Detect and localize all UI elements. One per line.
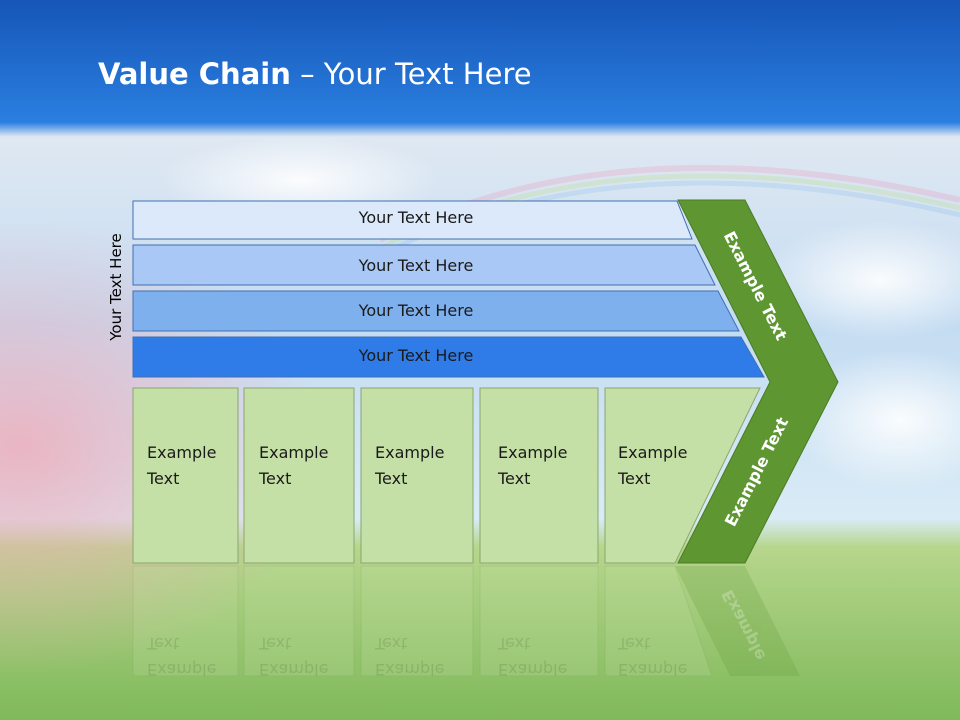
box-1-refl-line2: Text <box>147 634 180 653</box>
bar-2-label: Your Text Here <box>358 256 474 275</box>
box-5-refl-line1: Example <box>618 660 688 679</box>
bar-2 <box>132 244 716 286</box>
box-3-line1: Example <box>375 443 445 462</box>
bar-1-label: Your Text Here <box>358 208 474 227</box>
box-3-refl-line2: Text <box>375 634 408 653</box>
box-2-line2: Text <box>259 469 292 488</box>
box-4-refl-line1: Example <box>498 660 568 679</box>
slide-title: Value Chain – Your Text Here <box>98 52 532 96</box>
box-2-line1: Example <box>259 443 329 462</box>
bar-4-label: Your Text Here <box>358 346 474 365</box>
box-2 <box>243 387 355 564</box>
box-4-refl-line2: Text <box>498 634 531 653</box>
box-1 <box>132 387 239 564</box>
bar-4 <box>132 336 765 378</box>
title-rest: – Your Text Here <box>290 57 532 91</box>
box-4-label-reflection: Example Text <box>498 630 567 682</box>
box-5-refl-line2: Text <box>618 634 651 653</box>
reflection-layer <box>132 565 800 677</box>
box-3-reflection <box>360 565 474 677</box>
box-4-line2: Text <box>498 469 531 488</box>
box-3-line2: Text <box>375 469 408 488</box>
box-1-line2: Text <box>147 469 180 488</box>
bar-1 <box>132 200 693 240</box>
box-5 <box>604 387 761 564</box>
box-3-refl-line1: Example <box>375 660 445 679</box>
bar-3-label: Your Text Here <box>358 301 474 320</box>
box-5-label-reflection: Example Text <box>618 630 687 682</box>
box-4 <box>479 387 599 564</box>
box-2-label-reflection: Example Text <box>259 630 328 682</box>
box-4-line1: Example <box>498 443 568 462</box>
box-3 <box>360 387 474 564</box>
box-2-refl-line1: Example <box>259 660 329 679</box>
chevron-arrow <box>677 199 839 564</box>
box-1-refl-line1: Example <box>147 660 217 679</box>
arrow-reflection <box>675 566 800 676</box>
bar-3 <box>132 290 740 332</box>
title-bold: Value Chain <box>98 57 291 91</box>
box-5-reflection <box>604 565 713 677</box>
box-1-reflection <box>132 565 239 677</box>
box-5-line2: Text <box>618 469 651 488</box>
box-2-refl-line2: Text <box>259 634 292 653</box>
box-4-reflection <box>479 565 599 677</box>
box-3-label-reflection: Example Text <box>375 630 444 682</box>
box-5-line1: Example <box>618 443 688 462</box>
box-1-line1: Example <box>147 443 217 462</box>
box-1-label-reflection: Example Text <box>147 630 216 682</box>
box-2-reflection <box>243 565 355 677</box>
